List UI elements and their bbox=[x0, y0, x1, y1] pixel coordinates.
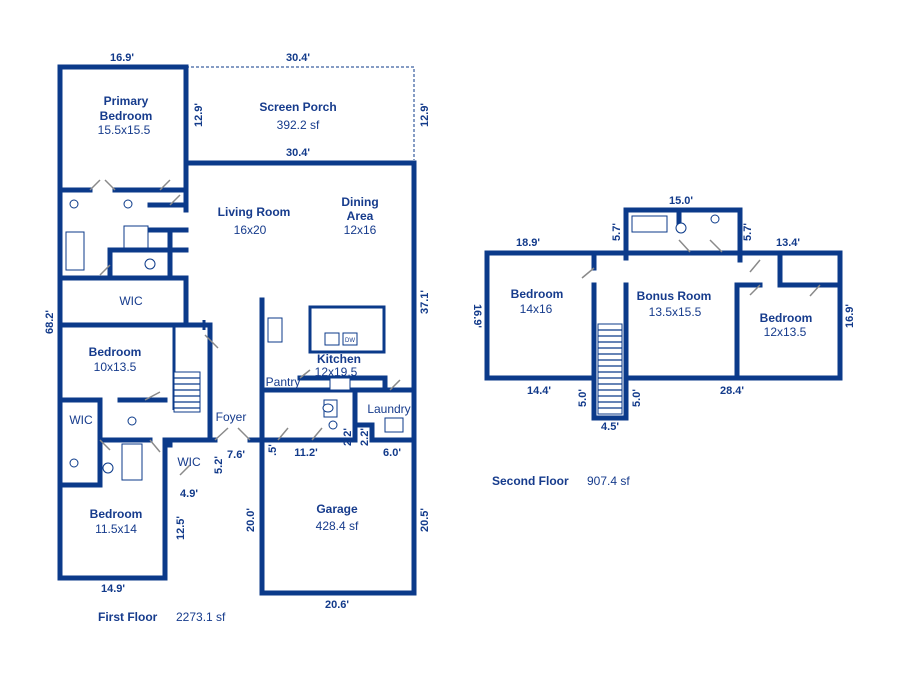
dimension-label: 6.0' bbox=[383, 447, 401, 459]
room-name-wic: WIC bbox=[119, 294, 143, 308]
exterior-walls bbox=[484, 207, 843, 421]
sink-icon bbox=[69, 199, 79, 209]
dimension-label: 20.0' bbox=[245, 508, 257, 532]
room-size-bedroom: 12x13.5 bbox=[764, 325, 807, 339]
room-size-dining-area: 12x16 bbox=[344, 223, 377, 237]
bathtub-icon bbox=[631, 215, 668, 233]
room-size-bonus-room: 13.5x15.5 bbox=[649, 305, 702, 319]
room-name-bedroom: Bedroom bbox=[90, 507, 143, 521]
kitchen-island bbox=[308, 305, 386, 354]
toilet-icon bbox=[322, 403, 334, 413]
room-name-laundry: Laundry bbox=[367, 402, 410, 416]
dimension-label: 30.4' bbox=[286, 147, 310, 159]
sink-icon bbox=[127, 416, 137, 426]
screen-porch-outline bbox=[186, 66, 415, 160]
room-size-bedroom: 14x16 bbox=[520, 302, 553, 316]
dimension-label: 5.7' bbox=[611, 223, 623, 241]
room-size-screen-porch: 392.2 sf bbox=[277, 118, 320, 132]
floor-area-second: 907.4 sf bbox=[587, 474, 630, 488]
room-name-primary-bedroom-2: Bedroom bbox=[100, 109, 153, 123]
dimension-label: 4.9' bbox=[180, 488, 198, 500]
dimension-label: 14.9' bbox=[101, 583, 125, 595]
dishwasher-icon bbox=[342, 332, 358, 346]
doors bbox=[581, 239, 821, 297]
dishwasher-label: DW bbox=[345, 338, 355, 344]
dimension-label: 7.6' bbox=[227, 449, 245, 461]
dimension-label: 2.2' bbox=[342, 428, 354, 446]
dimension-label: 37.1' bbox=[419, 290, 431, 314]
sink-icon bbox=[123, 199, 133, 209]
toilet-icon bbox=[675, 222, 687, 234]
room-name-dining-area-2: Area bbox=[347, 209, 374, 223]
toilet-icon bbox=[144, 258, 156, 270]
dimension-label: 16.9' bbox=[110, 52, 134, 64]
dimension-label: 28.4' bbox=[720, 385, 744, 397]
dimension-label: .5' bbox=[267, 444, 279, 456]
dimension-label: 5.2' bbox=[213, 456, 225, 474]
sink-icon bbox=[710, 214, 720, 224]
staircase bbox=[173, 371, 201, 413]
sink-icon bbox=[69, 458, 79, 468]
room-name-foyer: Foyer bbox=[216, 410, 247, 424]
dimension-label: 5.0' bbox=[631, 389, 643, 407]
floor-label-second: Second Floor bbox=[492, 474, 569, 488]
room-name-dining-area: Dining bbox=[341, 195, 378, 209]
dimension-label: 5.0' bbox=[577, 389, 589, 407]
bathtub-icon bbox=[65, 231, 85, 271]
dimension-label: 15.0' bbox=[669, 195, 693, 207]
toilet-icon bbox=[102, 462, 114, 474]
dimension-label: 16.9' bbox=[471, 304, 483, 328]
room-size-bedroom: 11.5x14 bbox=[95, 522, 137, 536]
doors bbox=[89, 179, 401, 476]
dimension-label: 20.6' bbox=[325, 599, 349, 611]
range-icon bbox=[329, 377, 351, 391]
room-name-pantry: Pantry bbox=[266, 375, 301, 389]
first-floor-labels: Primary Bedroom 15.5x15.5 Screen Porch 3… bbox=[44, 52, 431, 624]
dimension-label: 11.2' bbox=[294, 447, 318, 459]
dimension-label: 12.9' bbox=[193, 103, 205, 127]
room-name-screen-porch: Screen Porch bbox=[259, 100, 336, 114]
second-floor-labels: Bedroom 14x16 Bonus Room 13.5x15.5 Bedro… bbox=[471, 195, 856, 488]
bathtub-icon bbox=[121, 443, 143, 481]
staircase bbox=[597, 323, 623, 415]
room-name-primary-bedroom: Primary bbox=[104, 94, 149, 108]
floor-label-first: First Floor bbox=[98, 610, 158, 624]
room-name-kitchen: Kitchen bbox=[317, 352, 361, 366]
dimension-label: 30.4' bbox=[286, 52, 310, 64]
dimension-label: 18.9' bbox=[516, 237, 540, 249]
dimension-label: 68.2' bbox=[44, 310, 56, 334]
sink-icon bbox=[328, 420, 338, 430]
room-name-bedroom: Bedroom bbox=[511, 287, 564, 301]
room-size-living-room: 16x20 bbox=[234, 223, 267, 237]
room-name-garage: Garage bbox=[316, 502, 358, 516]
room-name-bedroom: Bedroom bbox=[89, 345, 142, 359]
dimension-label: 4.5' bbox=[601, 421, 619, 433]
first-floor-plan: DW bbox=[57, 64, 417, 596]
dimension-label: 12.9' bbox=[419, 103, 431, 127]
room-name-wic: WIC bbox=[69, 413, 93, 427]
shower-icon bbox=[123, 225, 149, 249]
room-name-bonus-room: Bonus Room bbox=[637, 289, 712, 303]
dimension-label: 12.5' bbox=[175, 516, 187, 540]
room-name-living-room: Living Room bbox=[218, 205, 291, 219]
second-floor-plan bbox=[484, 207, 843, 421]
floor-area-first: 2273.1 sf bbox=[176, 610, 226, 624]
room-name-bedroom: Bedroom bbox=[760, 311, 813, 325]
room-size-garage: 428.4 sf bbox=[316, 519, 359, 533]
interior-walls bbox=[591, 207, 843, 381]
dimension-label: 13.4' bbox=[776, 237, 800, 249]
room-name-wic: WIC bbox=[177, 455, 201, 469]
room-size-bedroom: 10x13.5 bbox=[94, 360, 137, 374]
dimension-label: 20.5' bbox=[419, 508, 431, 532]
dimension-label: 14.4' bbox=[527, 385, 551, 397]
room-size-kitchen: 12x19.5 bbox=[315, 365, 358, 379]
dryer-icon bbox=[384, 417, 404, 433]
sink-icon bbox=[324, 332, 340, 346]
dimension-label: 16.9' bbox=[844, 304, 856, 328]
refrigerator-icon bbox=[267, 317, 283, 343]
dimension-label: 5.7' bbox=[742, 223, 754, 241]
dimension-label: 2.2' bbox=[359, 428, 371, 446]
room-size-primary-bedroom: 15.5x15.5 bbox=[98, 123, 151, 137]
